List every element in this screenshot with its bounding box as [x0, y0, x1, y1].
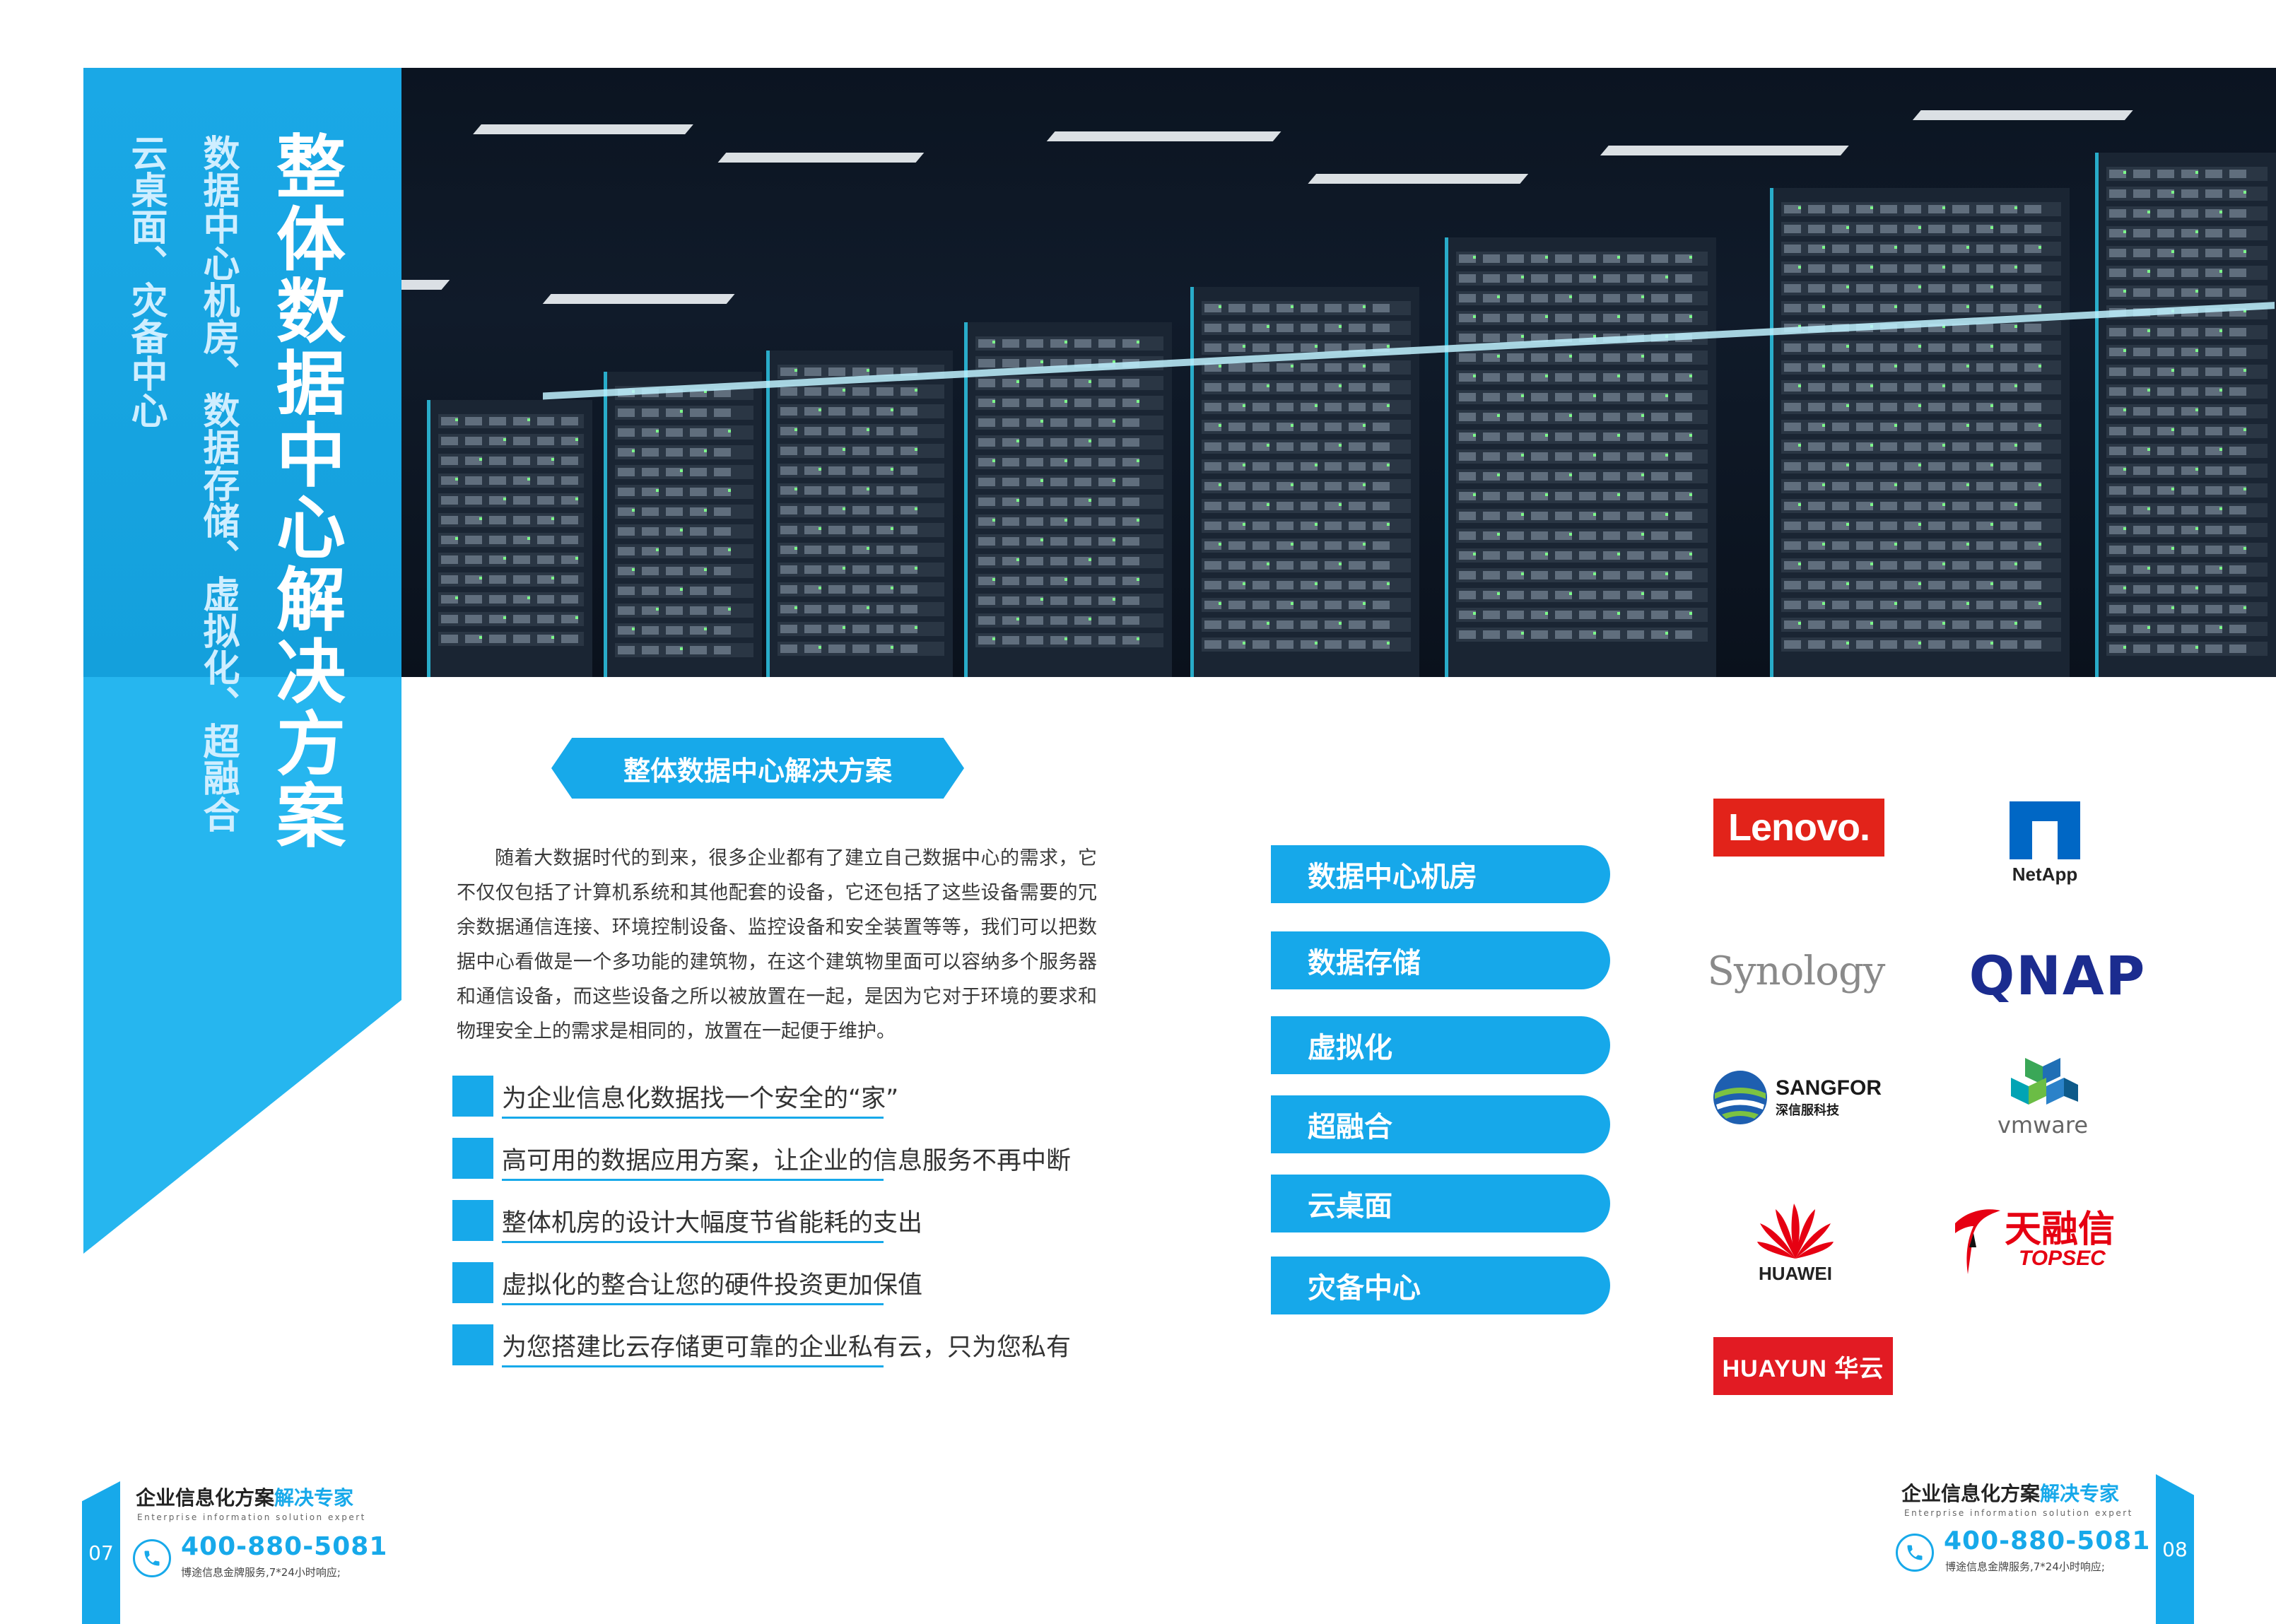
- huawei-logo: HUAWEI: [1746, 1194, 1845, 1286]
- menu-item-datacenter-room[interactable]: 数据中心机房: [1271, 845, 1610, 903]
- menu-item-data-storage[interactable]: 数据存储: [1271, 931, 1610, 989]
- synology-logo: Synology: [1695, 940, 1897, 1002]
- page-number-tab-left: 07: [82, 1481, 120, 1624]
- feature-item: 虚拟化的整合让您的硬件投资更加保值: [452, 1262, 1089, 1305]
- footer-note-left: 博途信息金牌服务,7*24小时响应;: [181, 1566, 341, 1579]
- qnap-logo: QNAP: [1952, 943, 2163, 1008]
- feature-text: 虚拟化的整合让您的硬件投资更加保值: [502, 1271, 923, 1300]
- synology-logo-text: Synology: [1707, 948, 1886, 994]
- footer-english-left: Enterprise information solution expert: [137, 1512, 366, 1522]
- sangfor-globe-icon: [1713, 1071, 1767, 1124]
- bullet-square-icon: [452, 1138, 493, 1179]
- section-header: 整体数据中心解决方案: [551, 738, 964, 799]
- bullet-square-icon: [452, 1262, 493, 1303]
- bullet-square-icon: [452, 1200, 493, 1241]
- page-number-tab-right: 08: [2156, 1474, 2194, 1624]
- huayun-logo-text: HUAYUN 华云: [1722, 1355, 1884, 1382]
- feature-text: 为企业信息化数据找一个安全的“家”: [502, 1084, 899, 1113]
- underline: [502, 1240, 884, 1243]
- intro-paragraph: 随着大数据时代的到来，很多企业都有了建立自己数据中心的需求，它不仅仅包括了计算机…: [457, 847, 1097, 1042]
- qnap-logo-text: QNAP: [1969, 943, 2147, 1007]
- phone-icon: [133, 1539, 171, 1577]
- slogan-highlight: 解决专家: [274, 1486, 354, 1510]
- huayun-logo: HUAYUN 华云: [1713, 1337, 1893, 1395]
- feature-text: 为您搭建比云存储更可靠的企业私有云，只为您私有: [502, 1333, 1072, 1362]
- feature-item: 整体机房的设计大幅度节省能耗的支出: [452, 1200, 1089, 1243]
- banner-tail: [83, 677, 401, 1254]
- menu-item-hyperconverged[interactable]: 超融合: [1271, 1095, 1610, 1153]
- feature-item: 高可用的数据应用方案，让企业的信息服务不再中断: [452, 1138, 1089, 1181]
- vmware-logo: vmware: [1986, 1056, 2099, 1141]
- vmware-logo-text: vmware: [1997, 1112, 2089, 1138]
- footer-phone-left[interactable]: 400-880-5081: [181, 1532, 388, 1561]
- menu-item-disaster-recovery[interactable]: 灾备中心: [1271, 1257, 1610, 1314]
- banner-subtitle-line1: 数据中心机房、数据存储、虚拟化、超融合: [196, 134, 239, 832]
- underline: [502, 1365, 884, 1367]
- menu-item-cloud-desktop[interactable]: 云桌面: [1271, 1175, 1610, 1232]
- feature-item: 为企业信息化数据找一个安全的“家”: [452, 1076, 1089, 1119]
- footer-english-right: Enterprise information solution expert: [1904, 1508, 2133, 1518]
- feature-item: 为您搭建比云存储更可靠的企业私有云，只为您私有: [452, 1324, 1089, 1367]
- sangfor-logo-text: SANGFOR: [1776, 1076, 1882, 1100]
- huawei-petals-icon: [1757, 1203, 1834, 1259]
- menu-item-virtualization[interactable]: 虚拟化: [1271, 1016, 1610, 1074]
- netapp-mark-icon: [2010, 801, 2080, 859]
- underline: [502, 1116, 884, 1119]
- feature-text: 高可用的数据应用方案，让企业的信息服务不再中断: [502, 1146, 1072, 1175]
- slogan-main: 企业信息化方案: [136, 1486, 275, 1510]
- bullet-square-icon: [452, 1324, 493, 1365]
- slogan-highlight: 解决专家: [2040, 1482, 2120, 1505]
- footer-slogan-left: 企业信息化方案解决专家: [136, 1483, 353, 1511]
- bullet-square-icon: [452, 1076, 493, 1117]
- lenovo-logo-text: Lenovo.: [1727, 806, 1870, 849]
- page-number-left: 07: [88, 1541, 114, 1565]
- huawei-logo-text: HUAWEI: [1759, 1262, 1832, 1284]
- feature-text: 整体机房的设计大幅度节省能耗的支出: [502, 1208, 923, 1237]
- sangfor-logo-subtext: 深信服科技: [1776, 1103, 1839, 1118]
- slogan-main: 企业信息化方案: [1901, 1482, 2041, 1505]
- footer-phone-right[interactable]: 400-880-5081: [1944, 1526, 2151, 1555]
- vmware-cube-icon: [2011, 1058, 2078, 1105]
- topsec-logo-subtext: TOPSEC: [2019, 1247, 2106, 1270]
- phone-icon: [1896, 1534, 1934, 1572]
- topsec-logo-text: 天融信: [2005, 1208, 2116, 1251]
- footer-note-right: 博途信息金牌服务,7*24小时响应;: [1945, 1560, 2105, 1573]
- sangfor-logo: SANGFOR 深信服科技: [1712, 1066, 1910, 1129]
- banner-subtitle-line2: 云桌面、灾备中心: [124, 134, 167, 428]
- footer-slogan-right: 企业信息化方案解决专家: [1901, 1478, 2119, 1507]
- underline: [502, 1302, 884, 1305]
- netapp-logo-text: NetApp: [2012, 863, 2078, 885]
- banner-title: 整体数据中心解决方案: [264, 131, 345, 852]
- netapp-logo: NetApp: [1992, 797, 2098, 889]
- banner-panel: [83, 68, 401, 677]
- topsec-logo: 天融信 TOPSEC: [1952, 1201, 2146, 1279]
- underline: [502, 1178, 884, 1181]
- topsec-swoosh-icon: [1955, 1209, 2000, 1274]
- lenovo-logo: Lenovo.: [1713, 799, 1884, 857]
- page-number-right: 08: [2162, 1537, 2188, 1561]
- hero-server-room-image: [401, 68, 2276, 677]
